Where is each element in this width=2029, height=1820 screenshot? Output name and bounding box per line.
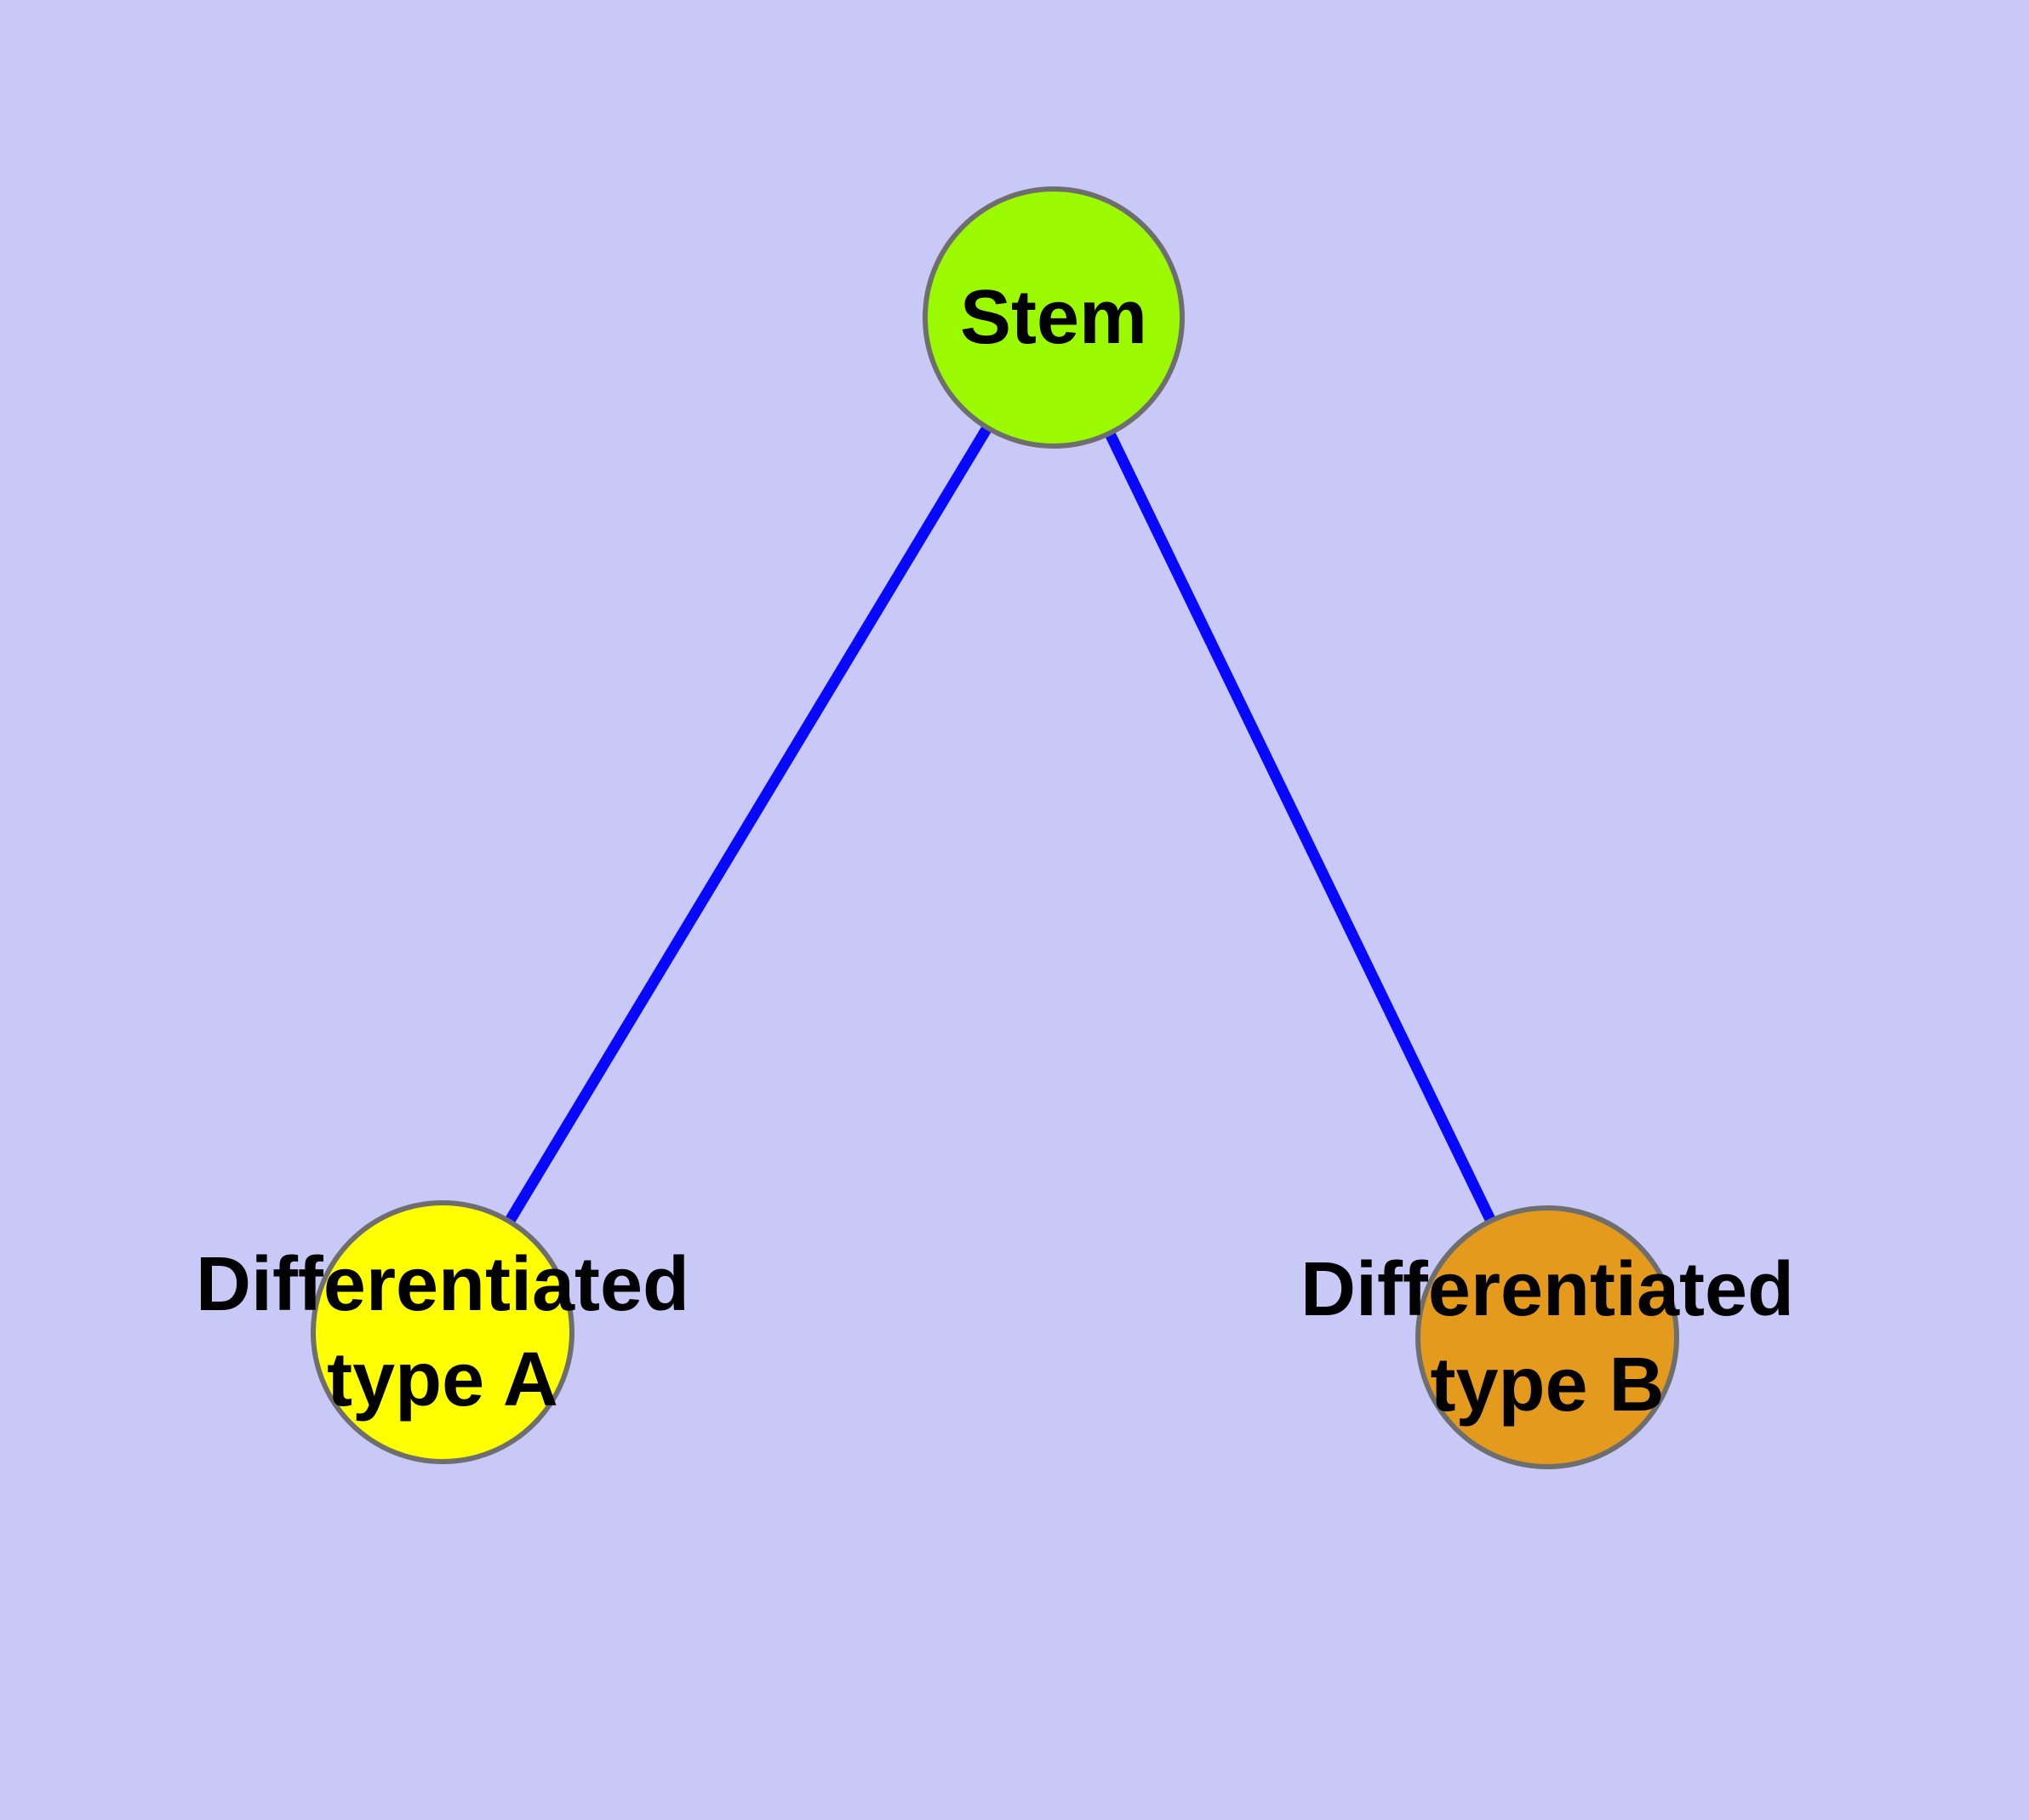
node-differentiated-type-a [311,1200,574,1464]
node-type-b-label-line1: Differentiated [1300,1247,1794,1332]
node-type-a-label-line2: type A [327,1337,558,1422]
node-type-a-label-line1: Differentiated [196,1242,689,1327]
node-stem [923,186,1185,449]
edge-stem-to-type-b [1049,315,1552,1340]
node-stem-label: Stem [960,275,1147,360]
node-type-b-label-line2: type B [1430,1342,1664,1428]
node-differentiated-type-b [1415,1205,1679,1469]
edge-stem-to-type-a [437,314,1059,1336]
